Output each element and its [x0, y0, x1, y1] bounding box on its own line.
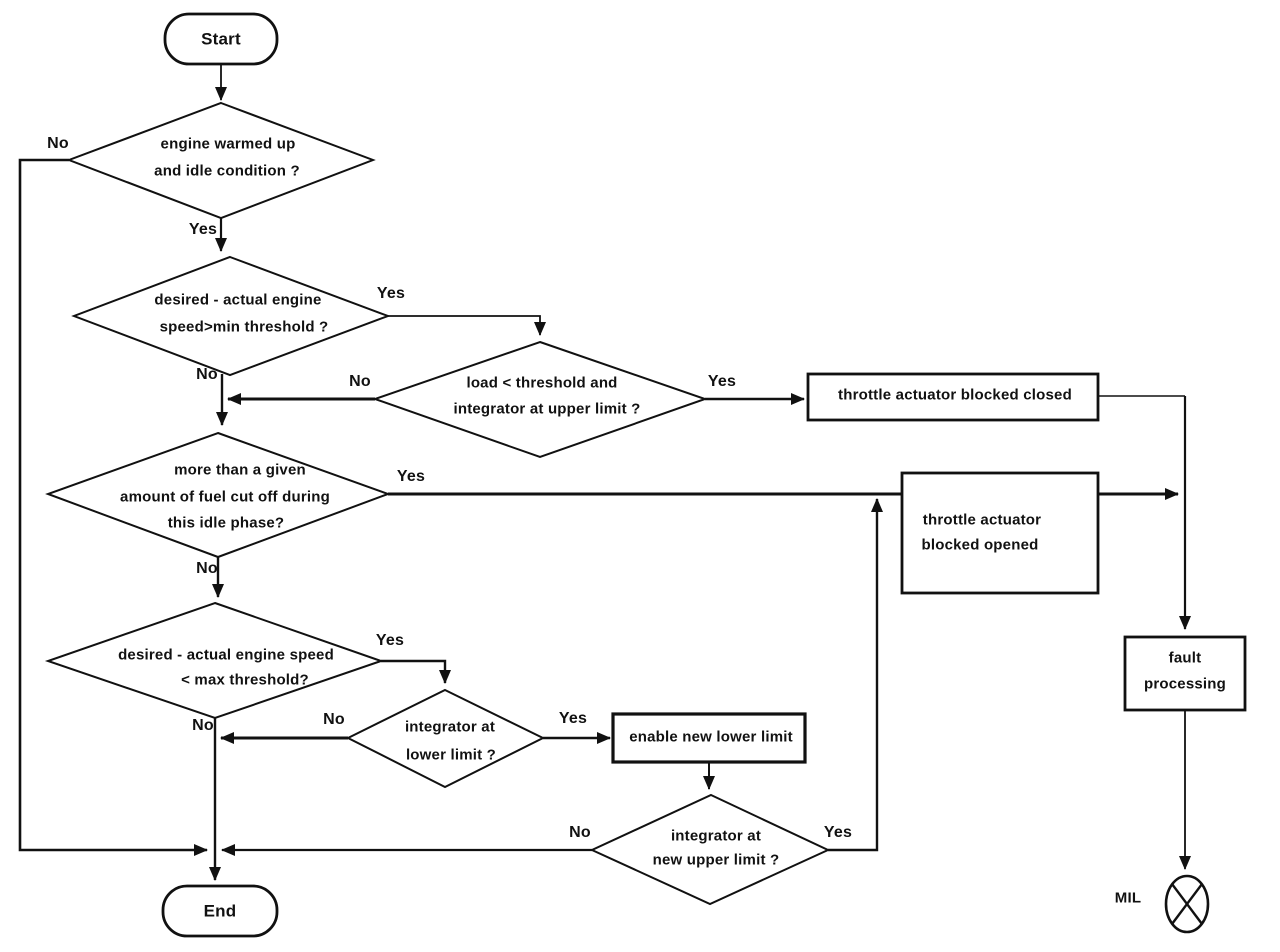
mil-label: MIL [1114, 889, 1142, 907]
edge-label-speed-max-yes: Yes [375, 632, 405, 649]
edge-label-integrator-new-upper-yes: Yes [823, 824, 853, 841]
edge-label-integrator-new-upper-no: No [569, 824, 591, 841]
edge-engine-warm-no-to-end [18, 158, 208, 856]
edge-label-load-threshold-no: No [349, 373, 371, 390]
fuel-cutoff-label-line-2: amount of fuel cut off during [120, 488, 330, 506]
blocked-opened-label-line-1: throttle actuator [922, 511, 1042, 529]
shape-blocked-opened [900, 471, 1100, 595]
fault-processing-label-line-1: fault [1168, 649, 1202, 667]
engine-warm-label-line-2: and idle condition ? [154, 162, 300, 180]
edge-integrator-new-upper-yes [828, 498, 883, 852]
integrator-lower-label-line-2: lower limit ? [405, 746, 497, 764]
blocked-opened-label-line-2: blocked opened [921, 536, 1039, 554]
integrator-new-upper-label-line-1: integrator at [670, 827, 762, 845]
shape-fuel-cutoff [45, 431, 391, 559]
edge-label-load-threshold-yes: Yes [707, 373, 737, 390]
speed-min-label-line-2: speed>min threshold ? [159, 318, 329, 336]
end-label: End [203, 901, 237, 921]
edge-label-fuel-cutoff-yes: Yes [396, 468, 426, 485]
speed-max-label-line-1: desired - actual engine speed [118, 646, 334, 664]
enable-lower-label: enable new lower limit [629, 728, 793, 746]
mil-lamp-icon [1164, 874, 1210, 934]
shape-integrator-new-upper [589, 793, 831, 906]
edge-label-integrator-lower-no: No [323, 711, 345, 728]
load-threshold-label-line-1: load < threshold and [466, 374, 618, 392]
blocked-closed-label: throttle actuator blocked closed [838, 386, 1072, 404]
edge-label-integrator-lower-yes: Yes [558, 710, 588, 727]
start-label: Start [201, 29, 241, 49]
edge-label-speed-min-no: No [196, 366, 218, 383]
load-threshold-label-line-2: integrator at upper limit ? [453, 400, 641, 418]
edge-label-engine-warm-no: No [47, 135, 69, 152]
edge-label-fuel-cutoff-no: No [196, 560, 218, 577]
shape-blocked-closed [806, 372, 1100, 422]
fuel-cutoff-label-line-1: more than a given [174, 461, 306, 479]
speed-max-label-line-2: < max threshold? [181, 671, 309, 689]
fault-processing-label-line-2: processing [1143, 675, 1227, 693]
speed-min-label-line-1: desired - actual engine [154, 291, 322, 309]
engine-warm-label-line-1: engine warmed up [160, 135, 296, 153]
edge-label-engine-warm-yes: Yes [188, 221, 218, 238]
shape-speed-min [71, 255, 391, 377]
edge-speed-min-yes [388, 315, 546, 336]
integrator-lower-label-line-1: integrator at [404, 718, 496, 736]
shape-load-threshold [371, 340, 709, 459]
shape-end [161, 884, 279, 938]
edge-label-speed-max-no: No [192, 717, 214, 734]
shape-start [163, 12, 279, 66]
edge-label-speed-min-yes: Yes [376, 285, 406, 302]
fuel-cutoff-label-line-3: this idle phase? [167, 514, 285, 532]
integrator-new-upper-label-line-2: new upper limit ? [652, 851, 780, 869]
edge-speed-max-yes [381, 659, 451, 684]
shape-fault-processing [1123, 635, 1247, 712]
shape-integrator-lower [345, 688, 546, 789]
shape-engine-warm [66, 101, 376, 220]
shape-speed-max [44, 601, 385, 720]
shape-enable-lower [611, 712, 807, 764]
